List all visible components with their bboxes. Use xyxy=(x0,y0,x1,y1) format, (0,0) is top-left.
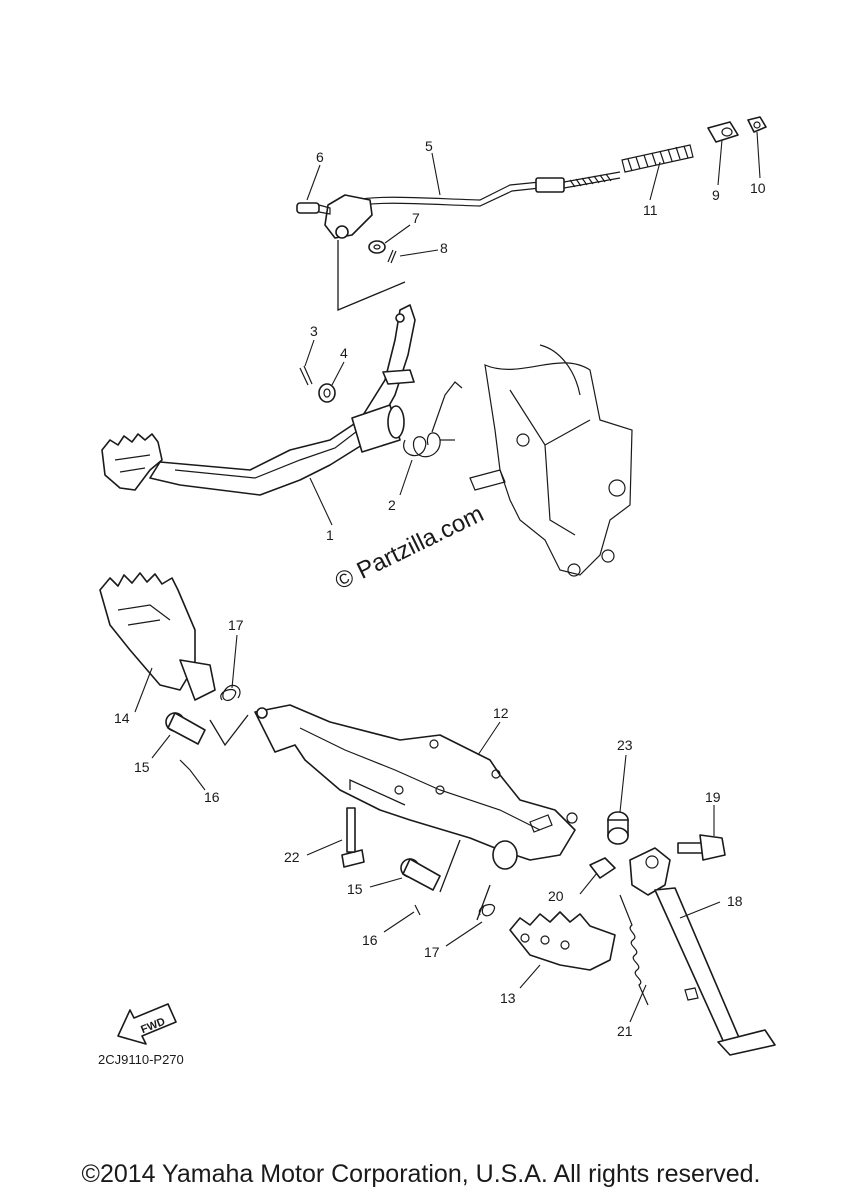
callout-15-upper: 15 xyxy=(134,759,150,775)
callout-10: 10 xyxy=(750,180,766,196)
drawing-code: 2CJ9110-P270 xyxy=(98,1052,184,1067)
callout-23: 22 xyxy=(284,849,300,865)
bolt-19 xyxy=(677,834,726,861)
bolt-23 xyxy=(341,807,365,868)
pin-15-lower xyxy=(400,858,441,891)
spring-11 xyxy=(621,144,694,173)
parts-diagram: 6 5 7 8 11 9 10 3 4 2 1 17 14 15 16 12 2 xyxy=(98,116,776,1067)
callout-6: 6 xyxy=(316,149,324,165)
callout-2: 2 xyxy=(388,497,396,513)
sidestand-18 xyxy=(629,847,776,1056)
callout-8: 8 xyxy=(440,240,448,256)
callout-16-upper: 16 xyxy=(204,789,220,805)
brake-rod-assembly xyxy=(296,116,767,311)
brake-pedal xyxy=(101,304,416,496)
callout-13: 13 xyxy=(500,990,516,1006)
spring-21 xyxy=(619,894,649,1006)
callout-14: 14 xyxy=(114,710,130,726)
frame-bracket xyxy=(469,344,633,577)
callout-17-lower: 17 xyxy=(424,944,440,960)
callout-12: 12 xyxy=(493,705,509,721)
callout-9: 9 xyxy=(712,187,720,203)
footrest-bracket-12 xyxy=(254,704,578,870)
pedal-small-parts xyxy=(299,365,463,458)
callout-15-lower: 15 xyxy=(347,881,363,897)
callout-7: 7 xyxy=(412,210,420,226)
callout-3: 3 xyxy=(310,323,318,339)
callout-17-upper: 17 xyxy=(228,617,244,633)
callout-5: 5 xyxy=(425,138,433,154)
callout-18: 18 xyxy=(727,893,743,909)
watermark: © Partzilla.com xyxy=(331,500,488,595)
callout-1: 1 xyxy=(326,527,334,543)
callout-11: 11 xyxy=(643,202,658,218)
collar-22 xyxy=(607,811,629,845)
callout-22: 23 xyxy=(617,737,633,753)
fwd-arrow-icon: FWD xyxy=(117,1003,177,1045)
callouts: 6 5 7 8 11 9 10 3 4 2 1 17 14 15 16 12 2 xyxy=(114,131,766,1039)
spring-17-upper xyxy=(220,684,241,702)
nut-20 xyxy=(589,857,616,879)
copyright-notice: ©2014 Yamaha Motor Corporation, U.S.A. A… xyxy=(81,1160,761,1188)
callout-20: 20 xyxy=(548,888,564,904)
footrest-14 xyxy=(99,572,216,701)
callout-21: 21 xyxy=(617,1023,633,1039)
callout-16-lower: 16 xyxy=(362,932,378,948)
callout-4: 4 xyxy=(340,345,348,361)
pin-15-upper xyxy=(165,712,206,745)
callout-19: 19 xyxy=(705,789,721,805)
footrest-13 xyxy=(509,911,616,971)
